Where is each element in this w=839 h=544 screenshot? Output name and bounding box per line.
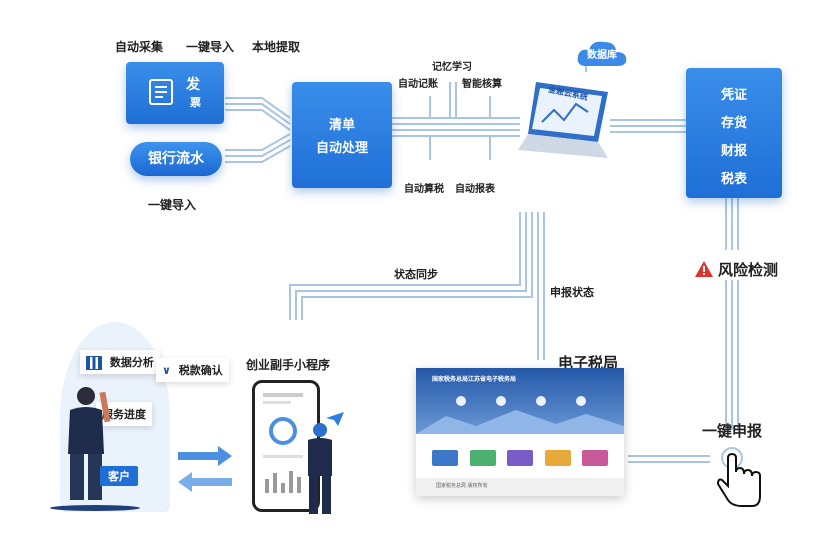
- output-tax-form: 税表: [720, 172, 747, 187]
- customer-badge: 客户: [100, 466, 138, 486]
- tax-bureau-screen[interactable]: 国家税务总局江苏省电子税务局 国家税务总局 版权所有: [416, 368, 624, 496]
- cloud-database[interactable]: 数据库: [574, 38, 630, 68]
- warning-icon: [695, 261, 713, 277]
- database-label: 数据库: [587, 50, 617, 61]
- phone-screen-chart: [263, 393, 303, 493]
- tax-bureau-header: 国家税务总局江苏省电子税务局: [416, 368, 624, 434]
- process-line2: 自动处理: [315, 141, 368, 156]
- tile-1: [432, 450, 458, 466]
- auto-bookkeeping-label: 自动记账: [398, 79, 438, 90]
- smart-accounting-label: 智能核算: [462, 79, 502, 90]
- cloud-icon: [577, 41, 627, 66]
- auto-report-label: 自动报表: [455, 184, 495, 195]
- invoice-label-1: 发: [186, 77, 200, 93]
- header-icon-row: [456, 396, 586, 406]
- customer-label: 客户: [108, 470, 130, 483]
- data-analysis-card[interactable]: 数据分析: [80, 350, 160, 374]
- tile-2: [469, 450, 496, 466]
- hand-pointer-icon[interactable]: [712, 446, 768, 510]
- auto-collect-label: 自动采集: [115, 40, 164, 54]
- tax-confirm-card[interactable]: ∨ 税款确认: [156, 358, 229, 382]
- bank-flow-button[interactable]: 银行流水: [130, 142, 222, 176]
- tax-bureau-tiles: [432, 450, 608, 466]
- laptop-icon: [518, 82, 608, 158]
- one-click-import-top-label: 一键导入: [186, 40, 235, 54]
- outputs-box[interactable]: 凭证 存货 财报 税表: [686, 68, 782, 198]
- worker-person-icon: [308, 423, 332, 514]
- tile-3: [507, 450, 533, 466]
- mini-program-title: 创业副手小程序: [246, 358, 331, 372]
- memory-learning-label: 记忆学习: [432, 62, 472, 73]
- tile-4: [544, 450, 571, 466]
- one-click-import-bottom-label: 一键导入: [148, 198, 197, 212]
- declare-status-label: 申报状态: [550, 286, 594, 299]
- tax-bureau-footer-text: 国家税务总局 版权所有: [436, 483, 488, 489]
- status-sync-label: 状态同步: [394, 268, 438, 281]
- tax-bureau-header-text: 国家税务总局江苏省电子税务局: [432, 376, 517, 383]
- invoice-label-2: 票: [190, 96, 201, 109]
- customer-shadow: [50, 505, 140, 511]
- output-financial-report: 财报: [720, 144, 747, 159]
- one-click-declare-label: 一键申报: [702, 422, 763, 440]
- paper-plane-icon: [326, 412, 344, 426]
- output-voucher: 凭证: [720, 88, 747, 103]
- invoice-box[interactable]: 发 票: [126, 62, 224, 124]
- risk-check-label: 风险检测: [718, 261, 779, 279]
- process-line1: 清单: [328, 118, 355, 133]
- check-icon: ∨: [162, 364, 171, 377]
- tile-5: [582, 450, 608, 466]
- invoice-icon: [149, 79, 173, 105]
- tax-confirm-label: 税款确认: [178, 364, 223, 377]
- bar-chart-icon: [86, 356, 102, 370]
- data-analysis-label: 数据分析: [109, 356, 154, 369]
- local-extract-label: 本地提取: [252, 40, 301, 54]
- service-progress-label: 服务进度: [102, 408, 146, 421]
- auto-tax-label: 自动算税: [404, 184, 444, 195]
- tax-bureau-title: 电子税局: [558, 354, 619, 372]
- output-inventory: 存货: [720, 116, 747, 131]
- auto-process-box[interactable]: 清单 自动处理: [292, 82, 392, 188]
- mountain-graphic: [416, 410, 624, 434]
- customer-person-icon: [68, 387, 111, 500]
